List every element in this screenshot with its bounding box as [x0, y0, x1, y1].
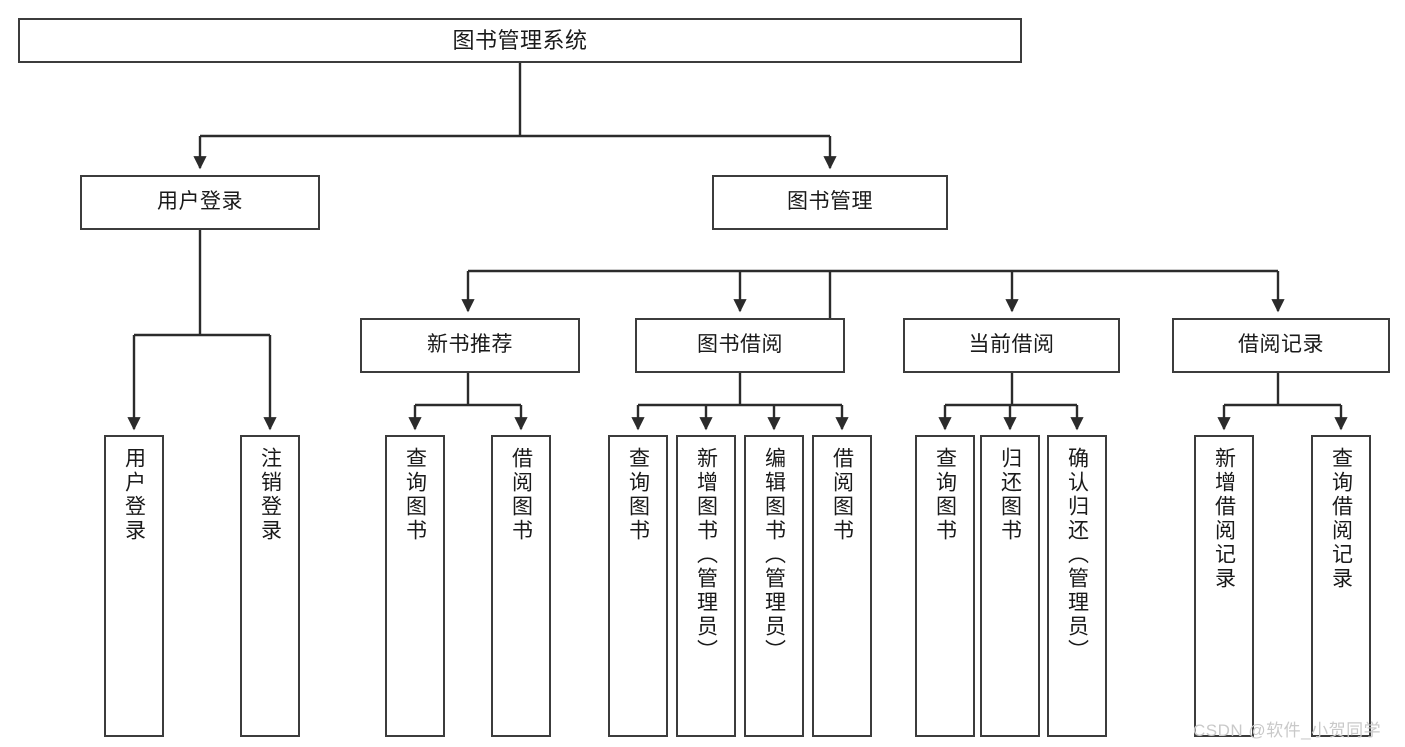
node-label: 确认归还（管理员）: [1065, 447, 1089, 663]
leaf-new-book-query-book[interactable]: 查询图书: [385, 435, 445, 737]
node-book-borrow[interactable]: 图书借阅: [635, 318, 845, 373]
node-label: 新书推荐: [427, 333, 513, 357]
node-label: 查询图书: [626, 447, 650, 543]
leaf-borrow-record-query-record[interactable]: 查询借阅记录: [1311, 435, 1371, 737]
node-borrow-record[interactable]: 借阅记录: [1172, 318, 1390, 373]
node-label: 查询借阅记录: [1329, 447, 1353, 591]
node-root-book-management-system[interactable]: 图书管理系统: [18, 18, 1022, 63]
leaf-book-borrow-borrow-book[interactable]: 借阅图书: [812, 435, 872, 737]
node-label: 归还图书: [998, 447, 1022, 543]
leaf-user-login-logout[interactable]: 注销登录: [240, 435, 300, 737]
node-label: 借阅图书: [830, 447, 854, 543]
node-label: 当前借阅: [968, 333, 1055, 357]
node-new-book-recommend[interactable]: 新书推荐: [360, 318, 580, 373]
leaf-borrow-record-add-record[interactable]: 新增借阅记录: [1194, 435, 1254, 737]
leaf-book-borrow-add-book-admin[interactable]: 新增图书（管理员）: [676, 435, 736, 737]
leaf-current-borrow-query-book[interactable]: 查询图书: [915, 435, 975, 737]
node-user-login[interactable]: 用户登录: [80, 175, 320, 230]
node-book-management[interactable]: 图书管理: [712, 175, 948, 230]
node-label: 用户登录: [122, 447, 146, 543]
leaf-user-login-login[interactable]: 用户登录: [104, 435, 164, 737]
leaf-current-borrow-return-book[interactable]: 归还图书: [980, 435, 1040, 737]
node-label: 图书管理系统: [452, 27, 588, 53]
node-label: 注销登录: [258, 447, 282, 543]
node-label: 查询图书: [403, 447, 427, 543]
node-label: 用户登录: [157, 190, 243, 214]
node-label: 借阅图书: [509, 447, 533, 543]
node-current-borrow[interactable]: 当前借阅: [903, 318, 1120, 373]
leaf-book-borrow-edit-book-admin[interactable]: 编辑图书（管理员）: [744, 435, 804, 737]
node-label: 新增借阅记录: [1212, 447, 1236, 591]
node-label: 借阅记录: [1238, 333, 1324, 357]
leaf-book-borrow-query-book[interactable]: 查询图书: [608, 435, 668, 737]
leaf-current-borrow-confirm-return-admin[interactable]: 确认归还（管理员）: [1047, 435, 1107, 737]
node-label: 查询图书: [933, 447, 957, 543]
leaf-new-book-borrow-book[interactable]: 借阅图书: [491, 435, 551, 737]
node-label: 编辑图书（管理员）: [762, 447, 786, 663]
node-label: 图书借阅: [697, 333, 783, 357]
node-label: 新增图书（管理员）: [694, 447, 718, 663]
node-label: 图书管理: [787, 190, 873, 214]
csdn-watermark: CSDN @软件_小贺同学: [1193, 721, 1382, 740]
